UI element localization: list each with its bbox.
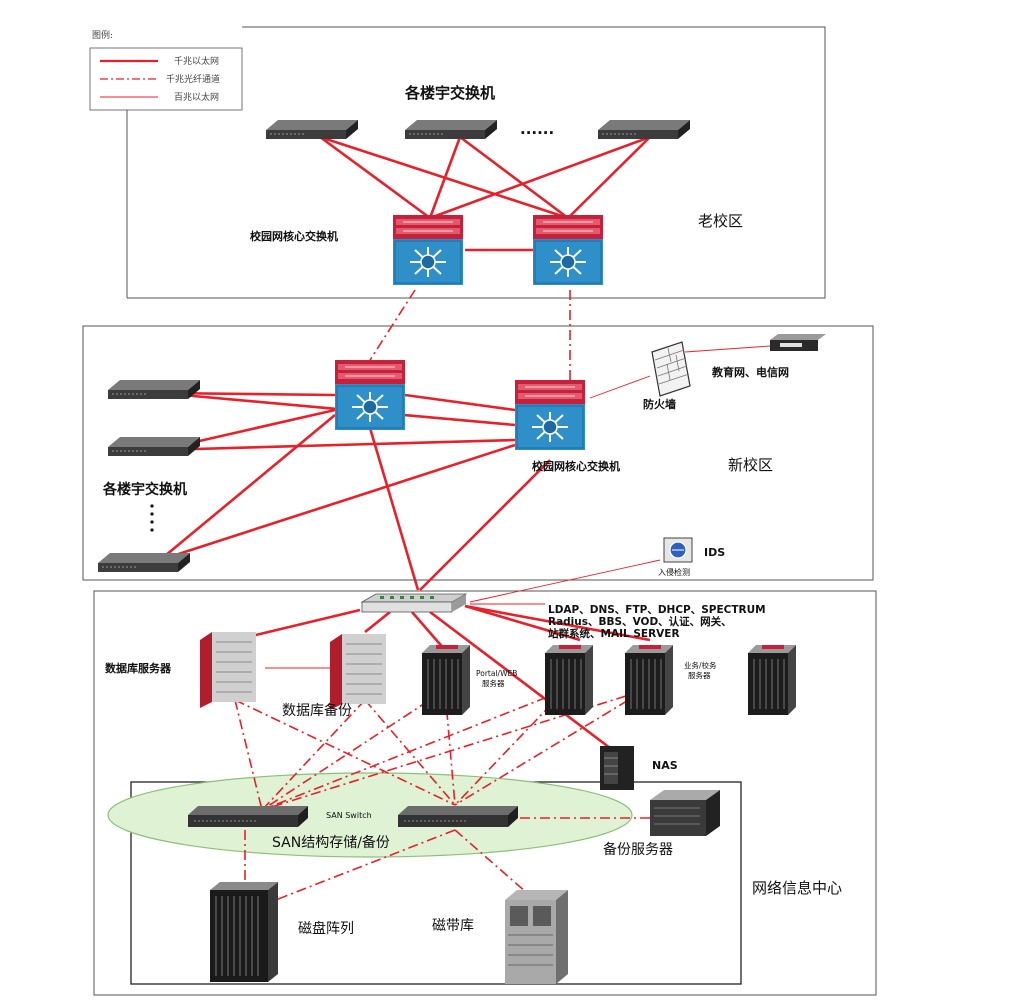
new-core-switch-2 bbox=[514, 379, 586, 451]
info-center-box bbox=[93, 590, 877, 996]
vertical-ellipsis bbox=[150, 504, 154, 532]
services-line-2: Radius、BBS、VOD、认证、网关、 bbox=[548, 615, 732, 628]
backup-server-icon bbox=[650, 790, 720, 836]
old-campus-box bbox=[127, 26, 826, 299]
old-building-switch-3 bbox=[597, 119, 691, 140]
tape-library-icon bbox=[505, 890, 568, 984]
backup-server-label: 备份服务器 bbox=[603, 841, 673, 858]
old-campus-core-label: 校园网核心交换机 bbox=[250, 229, 338, 243]
new-campus-core-label: 校园网核心交换机 bbox=[532, 459, 620, 473]
database-backup-label: 数据库备份 bbox=[282, 702, 352, 719]
san-storage-label: SAN结构存储/备份 bbox=[272, 834, 390, 851]
portal-label-2: 服务器 bbox=[482, 678, 505, 688]
new-campus-box bbox=[82, 325, 874, 581]
disk-array-label: 磁盘阵列 bbox=[298, 920, 354, 937]
fast-ethernet-links bbox=[265, 345, 771, 669]
service-server bbox=[544, 644, 594, 716]
nas-device-icon bbox=[600, 746, 634, 790]
portal-web-server bbox=[421, 644, 471, 716]
business-server-1 bbox=[624, 644, 674, 716]
old-campus-ellipsis: ...... bbox=[520, 120, 554, 138]
business-label-2: 服务器 bbox=[688, 670, 711, 680]
legend-box bbox=[89, 47, 243, 111]
disk-array-icon bbox=[210, 882, 278, 982]
new-building-switch-2 bbox=[107, 436, 201, 457]
old-campus-zone-label: 老校区 bbox=[698, 212, 743, 230]
firewall-label: 防火墙 bbox=[643, 397, 676, 411]
new-building-switch-1 bbox=[107, 379, 201, 400]
legend-label-fiber: 千兆光纤通道 bbox=[166, 73, 220, 85]
business-label-1: 业务/校务 bbox=[684, 660, 717, 670]
old-core-switch-1 bbox=[392, 214, 464, 286]
database-backup-server bbox=[329, 633, 387, 711]
ids-label: IDS bbox=[704, 546, 725, 559]
tape-library-label: 磁带库 bbox=[432, 918, 474, 934]
san-switch-1 bbox=[187, 805, 309, 828]
services-line-3: 站群系统、MAIL SERVER bbox=[548, 627, 680, 640]
firewall-icon bbox=[651, 341, 691, 397]
legend: 图例: 千兆以太网 千兆光纤通道 百兆以太网 bbox=[89, 29, 243, 111]
san-switch-2 bbox=[397, 805, 519, 828]
legend-label-fast: 百兆以太网 bbox=[174, 91, 219, 103]
isp-router-icon bbox=[770, 334, 826, 351]
business-server-2 bbox=[747, 644, 797, 716]
new-core-switch-1 bbox=[334, 359, 406, 431]
ids-monitor-icon bbox=[663, 537, 693, 563]
legend-title: 图例: bbox=[92, 29, 113, 41]
database-server-label: 数据库服务器 bbox=[105, 661, 172, 675]
services-line-1: LDAP、DNS、FTP、DHCP、SPECTRUM bbox=[548, 604, 766, 616]
isp-label: 教育网、电信网 bbox=[711, 365, 789, 379]
old-building-switch-1 bbox=[265, 119, 359, 140]
nas-label: NAS bbox=[652, 759, 678, 772]
ids-sublabel: 入侵检测 bbox=[658, 567, 690, 577]
legend-label-gigabit: 千兆以太网 bbox=[174, 55, 219, 67]
portal-label-1: Portal/WEB bbox=[476, 669, 517, 678]
old-building-switch-2 bbox=[404, 119, 498, 140]
new-campus-building-switches-label: 各楼宇交换机 bbox=[102, 481, 187, 498]
center-switch-icon bbox=[360, 593, 468, 613]
old-core-switch-2 bbox=[532, 214, 604, 286]
info-center-zone-label: 网络信息中心 bbox=[752, 879, 842, 897]
new-building-switch-3 bbox=[97, 552, 191, 573]
new-campus-zone-label: 新校区 bbox=[728, 456, 773, 474]
san-ellipse bbox=[107, 772, 633, 858]
database-server bbox=[199, 631, 257, 709]
san-switch-label: SAN Switch bbox=[326, 811, 372, 820]
old-campus-building-switches-label: 各楼宇交换机 bbox=[404, 84, 495, 102]
